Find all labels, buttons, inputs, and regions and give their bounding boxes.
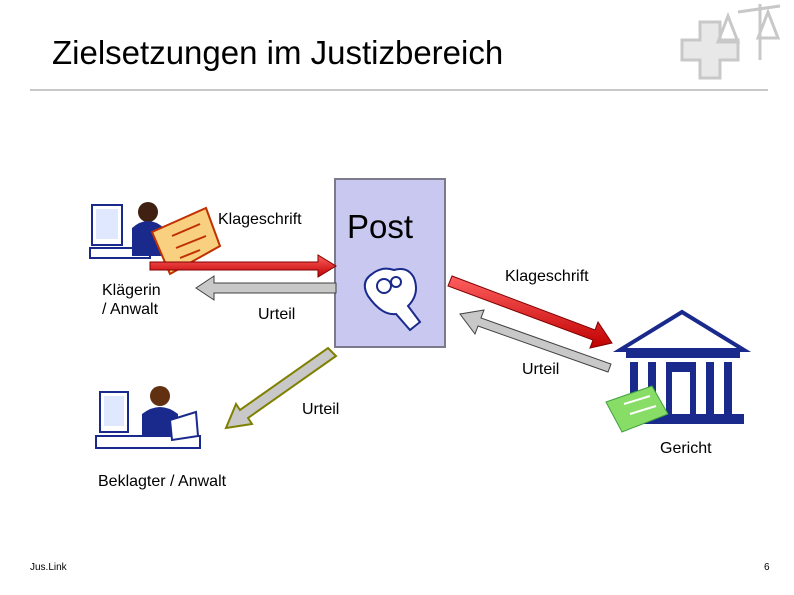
- label-gericht: Gericht: [660, 440, 712, 457]
- slide-title: Zielsetzungen im Justizbereich: [52, 34, 504, 71]
- courthouse-icon: [612, 309, 752, 424]
- hand-icon: [363, 267, 422, 332]
- label-urteil-left: Urteil: [258, 306, 296, 323]
- label-klageschrift-top: Klageschrift: [218, 211, 302, 228]
- post-box: [334, 178, 446, 348]
- label-beklagter: Beklagter / Anwalt: [98, 473, 227, 490]
- label-klageschrift-right: Klageschrift: [505, 268, 589, 285]
- footer-logo-text: Jus.Link: [30, 562, 67, 573]
- page-number: 6: [764, 562, 770, 573]
- label-klaegerin-line1: Klägerin: [102, 282, 161, 299]
- arrow-urteil-to-klaegerin: [195, 275, 337, 301]
- label-klaegerin-line2: / Anwalt: [102, 301, 159, 318]
- man-at-computer-icon: [95, 386, 201, 449]
- label-urteil-bottom: Urteil: [302, 401, 340, 418]
- arrow-urteil-to-post: [459, 309, 612, 373]
- post-label: Post: [347, 208, 414, 245]
- label-urteil-right: Urteil: [522, 361, 560, 378]
- document-icon: [150, 206, 222, 276]
- arrow-urteil-to-beklagter: [224, 346, 338, 430]
- title-divider: [30, 89, 768, 91]
- woman-at-computer-icon: [89, 202, 222, 276]
- arrow-klageschrift-to-gericht: [447, 275, 613, 349]
- document-icon: [605, 385, 669, 433]
- arrow-klageschrift-to-post: [149, 254, 337, 278]
